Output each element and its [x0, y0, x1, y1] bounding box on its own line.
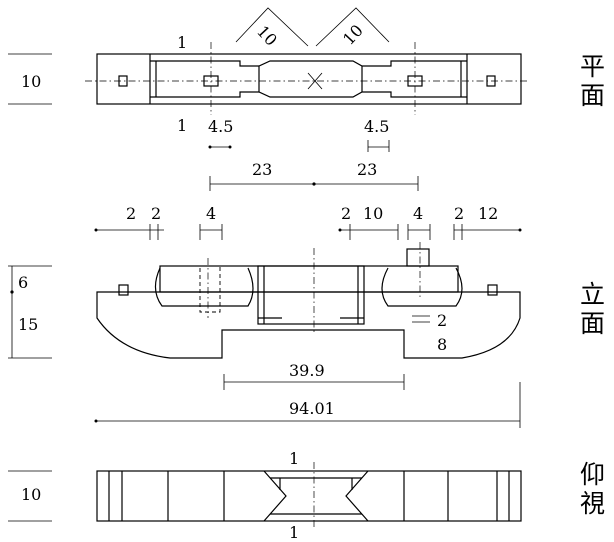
plan-label-2: 面 — [580, 81, 605, 110]
plan-view: 10 10 10 1 1 4.5 4.5 23 23 平 面 — [8, 7, 605, 191]
plan-outline — [96, 53, 522, 105]
plan-slot-right-dim: 4.5 — [364, 117, 389, 136]
elev-height-upper-dim: 6 — [18, 273, 28, 292]
bottom-notch-bottom-dim: 1 — [289, 523, 299, 542]
elev-top-dim-5: 10 — [363, 204, 383, 223]
plan-half-left-dim: 23 — [252, 160, 272, 179]
bottom-notch-top-dim: 1 — [289, 449, 299, 468]
elev-hidden-mortise — [199, 265, 221, 313]
plan-bevel-dim-right — [315, 7, 390, 47]
plan-bevel-dim-left — [235, 7, 309, 47]
plan-bevel-left-dim: 10 — [253, 22, 281, 50]
bottom-label-2: 視 — [580, 489, 605, 518]
bottom-notch-right — [345, 470, 369, 522]
elev-cushion-left — [154, 267, 254, 307]
plan-bottom-edge — [150, 91, 467, 98]
plan-center-mark-b — [307, 72, 323, 90]
elev-label-1: 立 — [580, 280, 605, 309]
elev-peg-right — [487, 284, 498, 296]
elev-top-dim-8: 12 — [478, 204, 498, 223]
plan-edge-bottom-dim: 1 — [177, 116, 187, 135]
elev-top-tenon — [406, 248, 430, 267]
bottom-width-dim: 10 — [21, 485, 41, 504]
bottom-notch-left — [263, 470, 287, 522]
elev-top-dim-3: 4 — [206, 204, 216, 223]
plan-width-dim: 10 — [21, 72, 41, 91]
plan-edge-top-dim: 1 — [177, 33, 187, 52]
elev-inner-length-dim: 39.9 — [289, 361, 325, 380]
elev-tenon-a-dim: 2 — [437, 311, 447, 330]
plan-half-right-dim: 23 — [357, 160, 377, 179]
elev-top-dim-7: 2 — [454, 204, 464, 223]
plan-label-1: 平 — [580, 52, 605, 81]
elev-top-dim-6: 4 — [413, 204, 423, 223]
bottom-view: 10 1 1 仰 視 — [8, 449, 605, 542]
elev-top-dim-1: 2 — [126, 204, 136, 223]
elev-top-block — [159, 265, 459, 293]
elev-overall-length-dim: 94.01 — [289, 399, 335, 418]
elev-peg-left — [118, 284, 129, 296]
elev-bracket-arm — [96, 291, 521, 359]
elev-center-block — [257, 265, 365, 325]
bottom-label-1: 仰 — [580, 460, 605, 489]
elev-tenon-b-dim: 8 — [437, 335, 447, 354]
elev-height-lower-dim: 15 — [18, 315, 38, 334]
plan-slot-left-dim: 4.5 — [208, 117, 233, 136]
elev-top-dim-4: 2 — [341, 204, 351, 223]
elevation-view: 2 2 4 2 10 4 2 12 6 15 2 8 3 — [8, 204, 605, 428]
elev-top-dim-2: 2 — [151, 204, 161, 223]
plan-bevel-right-dim: 10 — [339, 21, 367, 49]
elev-label-2: 面 — [580, 309, 605, 338]
bottom-outline — [96, 470, 522, 522]
elev-cushion-right — [381, 267, 463, 307]
plan-top-edge — [150, 60, 467, 67]
